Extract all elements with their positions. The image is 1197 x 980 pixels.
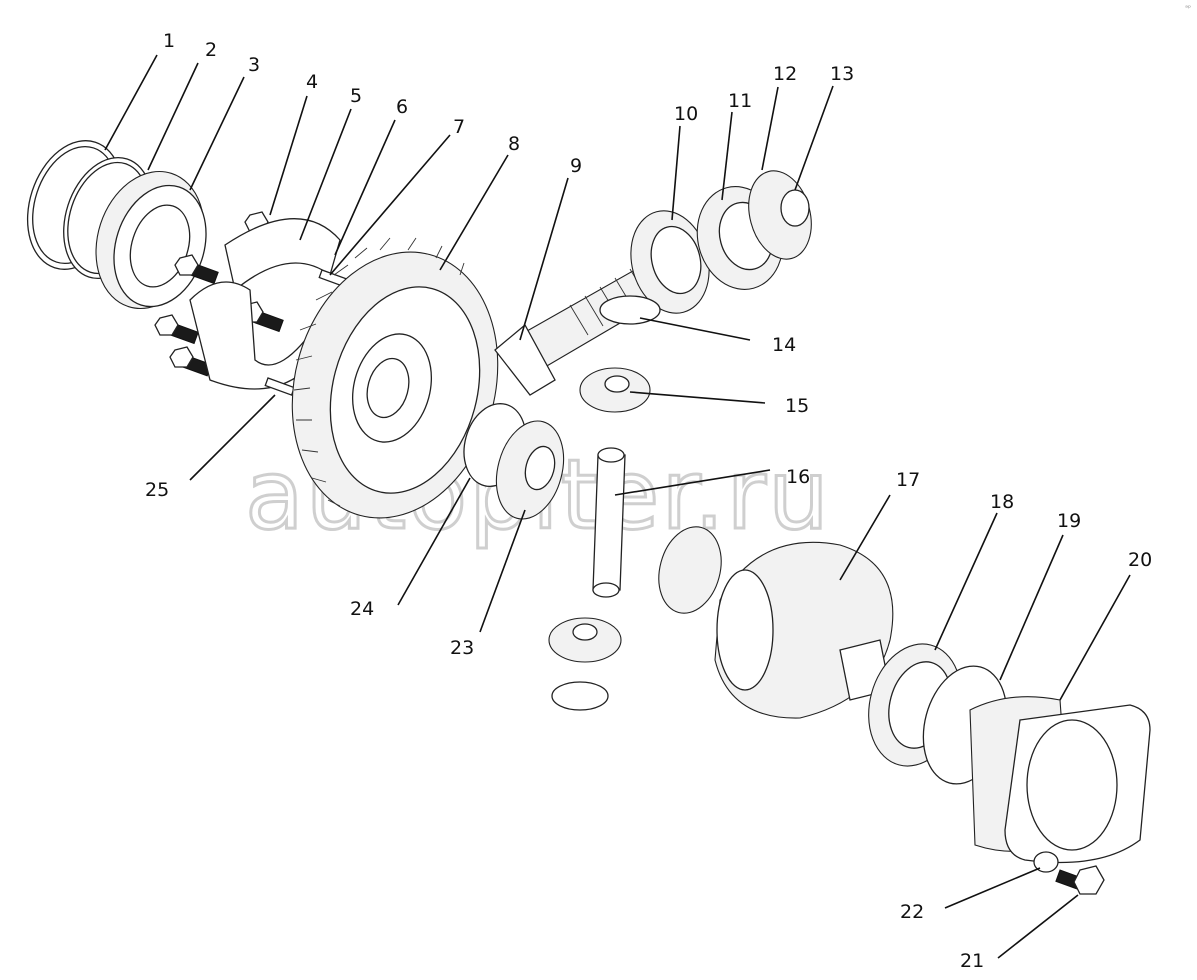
callout-22: 22 <box>900 901 924 923</box>
part-ring-gear <box>291 237 499 519</box>
callout-10: 10 <box>674 103 698 125</box>
callout-9: 9 <box>570 155 582 177</box>
callout-20: 20 <box>1128 549 1152 571</box>
part-ball-bearing <box>95 170 207 310</box>
callout-15: 15 <box>785 395 809 417</box>
callout-6: 6 <box>396 96 408 118</box>
part-differential-case <box>714 541 894 719</box>
callout-25: 25 <box>145 479 169 501</box>
part-lower-pinion-gear <box>548 617 622 711</box>
part-cup-and-nut <box>748 170 812 260</box>
callout-18: 18 <box>990 491 1014 513</box>
callout-24: 24 <box>350 598 374 620</box>
part-pinion-gear <box>579 367 651 413</box>
callout-11: 11 <box>728 90 752 112</box>
callout-5: 5 <box>350 85 362 107</box>
callout-12: 12 <box>773 63 797 85</box>
part-lock-plates <box>189 218 341 390</box>
callout-7: 7 <box>453 116 465 138</box>
part-side-gear-2 <box>658 526 722 614</box>
callout-23: 23 <box>450 637 474 659</box>
part-pinion-bearings <box>630 186 784 314</box>
callout-8: 8 <box>508 133 520 155</box>
callout-1: 1 <box>163 30 175 52</box>
callout-19: 19 <box>1057 510 1081 532</box>
part-washer <box>599 295 661 325</box>
callout-2: 2 <box>205 39 217 61</box>
leader-lines <box>104 54 1131 959</box>
part-side-gear <box>495 420 565 520</box>
callout-3: 3 <box>248 54 260 76</box>
callout-13: 13 <box>830 63 854 85</box>
part-bearing-housing <box>969 696 1151 864</box>
callout-16: 16 <box>786 466 810 488</box>
part-bolt-and-washer <box>1033 851 1105 895</box>
callout-14: 14 <box>772 334 796 356</box>
corner-mark: ᵃᵖ <box>1185 4 1191 12</box>
part-cross-pin <box>592 447 626 598</box>
callout-17: 17 <box>896 469 920 491</box>
callout-labels: 1 2 3 4 5 6 7 8 9 10 11 12 13 14 15 16 1… <box>145 30 1152 972</box>
callout-21: 21 <box>960 950 984 972</box>
callout-4: 4 <box>306 71 318 93</box>
